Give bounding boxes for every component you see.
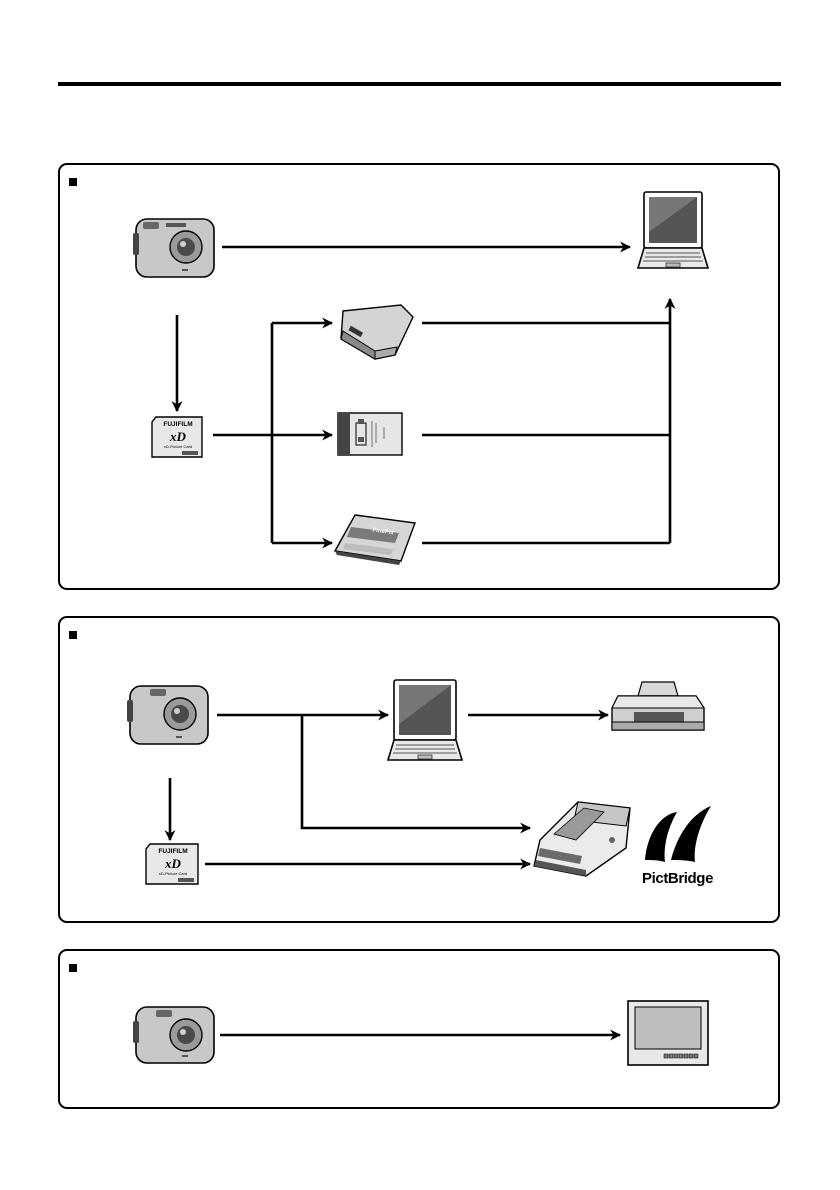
television-icon (627, 1000, 709, 1066)
compactflash-adapter-icon: FinePix (333, 514, 416, 565)
pc-card-adapter-icon (337, 412, 403, 456)
laptop-icon (636, 191, 710, 269)
panel-printing: FUJIFILM xD xD-Picture Card PictBridge (58, 616, 780, 923)
panel-computer-connection: FUJIFILM xD xD-Picture Card (58, 163, 780, 590)
connector-lines (171, 241, 676, 549)
square-bullet (69, 964, 77, 972)
usb-card-reader-icon (340, 304, 414, 360)
pictbridge-logo-icon (645, 806, 711, 862)
panel-computer-diagram: FUJIFILM xD xD-Picture Card (133, 191, 710, 565)
card-subtitle-text: xD-Picture Card (164, 444, 192, 449)
xd-picture-card-icon: FUJIFILM xD xD-Picture Card (145, 843, 199, 885)
square-bullet (69, 178, 77, 186)
square-bullet (69, 631, 77, 639)
panel-printing-diagram: FUJIFILM xD xD-Picture Card (127, 679, 711, 885)
card-type-text: xD (169, 429, 187, 444)
photo-printer-icon (533, 801, 631, 877)
digital-camera-icon (133, 1006, 215, 1064)
inkjet-printer-icon (611, 681, 705, 731)
card-brand-text: FUJIFILM (158, 848, 187, 855)
card-type-text: xD (164, 856, 182, 871)
panel-tv-viewing (58, 949, 780, 1109)
xd-picture-card-icon: FUJIFILM xD xD-Picture Card (151, 416, 203, 458)
card-subtitle-text: xD-Picture Card (159, 871, 187, 876)
adapter-brand-text: FinePix (372, 528, 395, 537)
pictbridge-logo-text: PictBridge (642, 870, 714, 887)
digital-camera-icon (133, 218, 215, 278)
top-rule (58, 82, 781, 86)
laptop-icon (386, 679, 464, 761)
panel-tv-diagram (133, 1000, 709, 1066)
branch-camera-to-photo-printer (300, 715, 532, 834)
connector-lines (164, 709, 610, 870)
digital-camera-icon (127, 685, 209, 745)
card-brand-text: FUJIFILM (163, 421, 192, 428)
